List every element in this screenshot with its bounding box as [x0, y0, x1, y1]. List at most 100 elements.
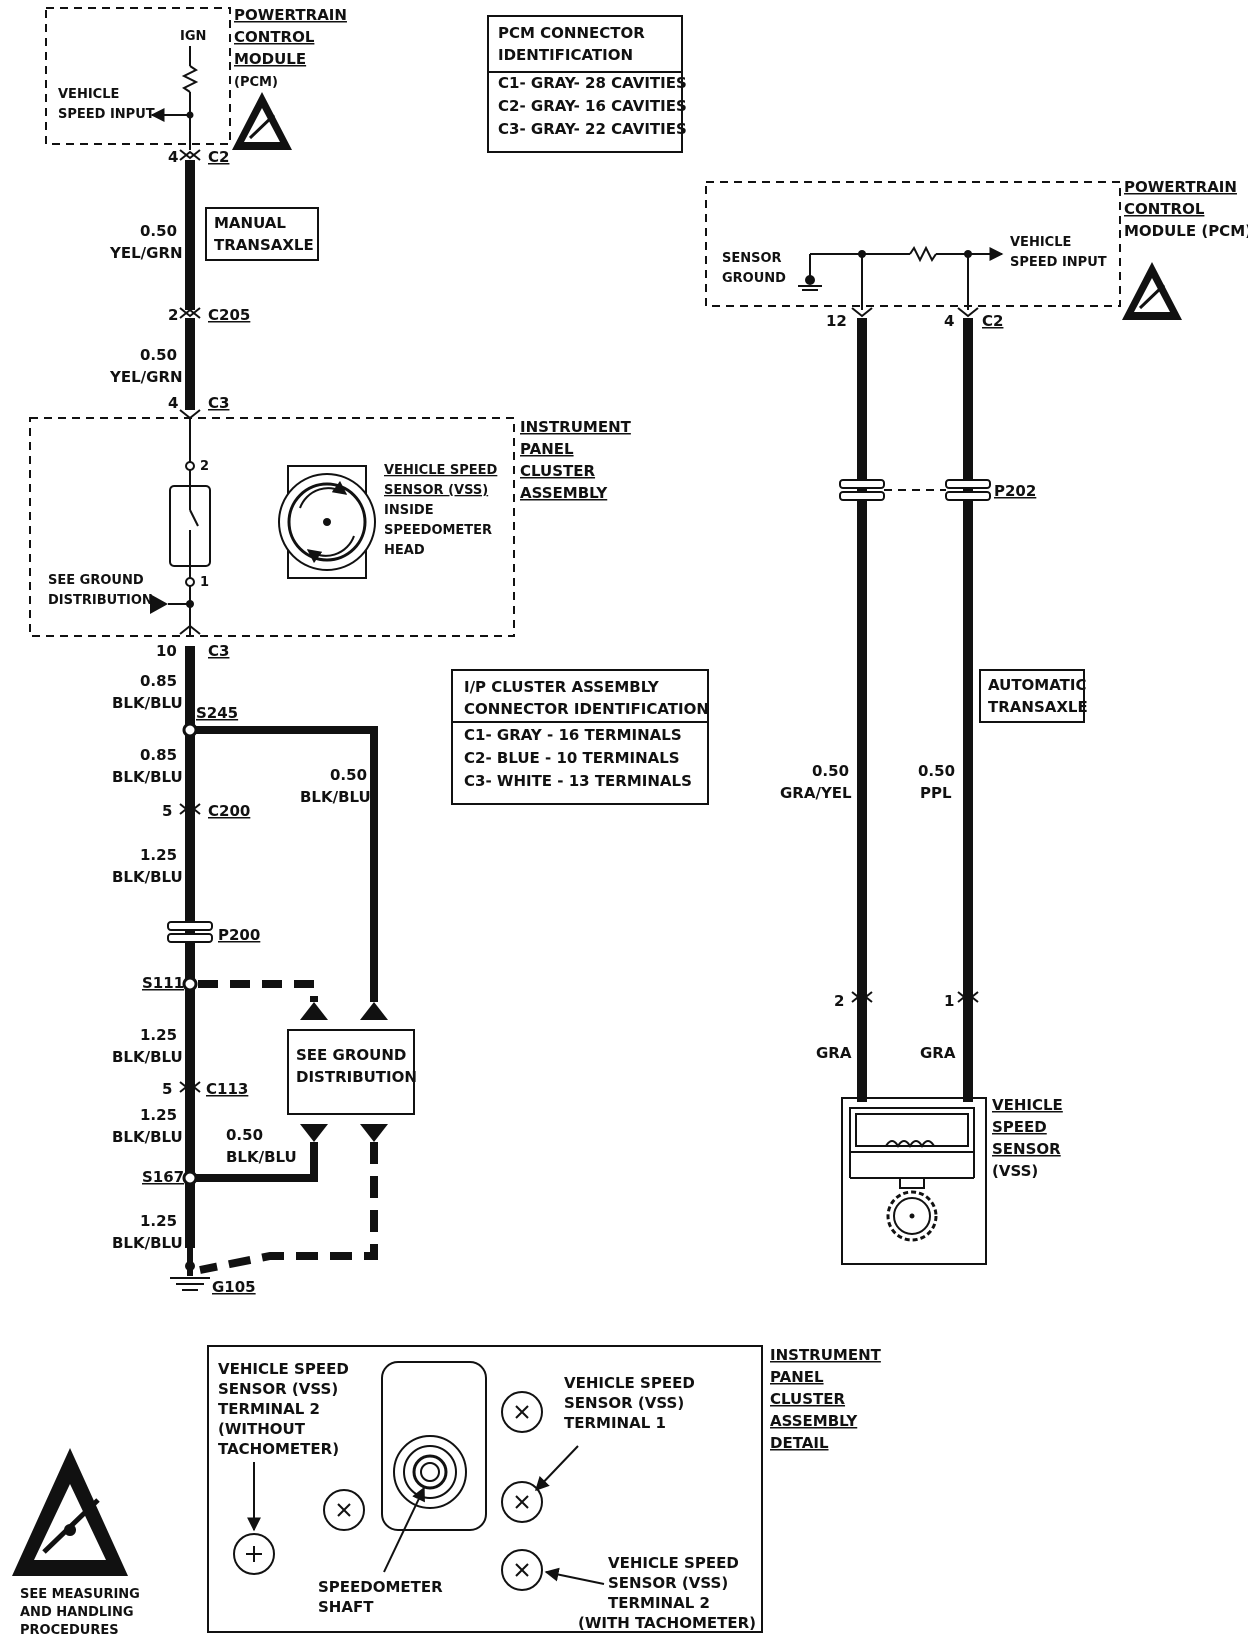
pcm-box-automatic — [705, 181, 1121, 307]
vss-label-2: SENSOR (VSS) — [384, 483, 488, 498]
detail-x-icon-left — [323, 1489, 365, 1531]
connector-c205: C205 — [208, 306, 250, 324]
speedometer-vss-symbol — [278, 465, 376, 579]
wire-color-1: YEL/GRN — [109, 244, 183, 262]
wire-size-ppl: 0.50 — [918, 762, 955, 780]
detail-t2-label-5: TACHOMETER) — [218, 1440, 339, 1458]
ipc-detail-title-3: CLUSTER — [770, 1390, 845, 1408]
manual-transaxle-box — [205, 207, 319, 261]
wire-size-4: 0.85 — [140, 746, 177, 764]
wire-size-2: 0.50 — [140, 346, 177, 364]
vehicle-speed-sensor-component — [841, 1097, 987, 1265]
wire-color-s167: BLK/BLU — [226, 1148, 297, 1166]
pcm-vehicle-speed-input-left-2: SPEED INPUT — [58, 107, 155, 122]
ip-table-title-1: I/P CLUSTER ASSEMBLY — [464, 678, 660, 696]
see-ground-distribution-2: DISTRIBUTION — [48, 593, 153, 608]
ipc-detail-title-2: PANEL — [770, 1368, 824, 1386]
wire-color-gra-1: GRA — [816, 1044, 852, 1062]
ip-table-row-3: C3- WHITE - 13 TERMINALS — [464, 772, 692, 790]
ip-table-title-2: CONNECTOR IDENTIFICATION — [464, 700, 709, 718]
ipc-detail-title-1: INSTRUMENT — [770, 1346, 882, 1364]
pcm-box-manual — [45, 7, 231, 145]
pin-4-c2-right: 4 — [944, 312, 954, 330]
see-ground-distribution-box — [287, 1029, 415, 1115]
pcm-table-title-1: PCM CONNECTOR — [498, 24, 645, 42]
wire-color-6: BLK/BLU — [112, 1048, 183, 1066]
pin-4-c3: 4 — [168, 394, 178, 412]
pin-10-c3: 10 — [156, 642, 177, 660]
wire-size-s167: 0.50 — [226, 1126, 263, 1144]
pcm-table-title-2: IDENTIFICATION — [498, 46, 633, 64]
ipc-title-1: INSTRUMENT — [520, 418, 632, 436]
detail-t1-label-1: VEHICLE SPEED — [564, 1374, 695, 1392]
sensor-ground-label-2: GROUND — [722, 271, 786, 286]
automatic-transaxle-box — [979, 669, 1085, 723]
connector-c3-bottom: C3 — [208, 642, 229, 660]
wire-size-branch: 0.50 — [330, 766, 367, 784]
wire-color-branch: BLK/BLU — [300, 788, 371, 806]
vss-title-1: VEHICLE — [992, 1096, 1063, 1114]
ipc-detail-box — [207, 1345, 763, 1633]
wire-color-gra-yel: GRA/YEL — [780, 784, 852, 802]
detail-t2-label-3: TERMINAL 2 — [218, 1400, 320, 1418]
wire-color-7: BLK/BLU — [112, 1128, 183, 1146]
speedometer-shaft-housing — [381, 1361, 487, 1531]
vss-title-3: SENSOR — [992, 1140, 1061, 1158]
vss-title-2: SPEED — [992, 1118, 1047, 1136]
wire-size-gra-yel: 0.50 — [812, 762, 849, 780]
wire-color-ppl: PPL — [920, 784, 952, 802]
connector-c2-right: C2 — [982, 312, 1003, 330]
vsi-right-label-1: VEHICLE — [1010, 235, 1071, 250]
ip-cluster-connector-id-table — [451, 669, 709, 805]
wire-color-5: BLK/BLU — [112, 868, 183, 886]
pin-4-c2-left: 4 — [168, 148, 178, 166]
pin-12-c2-right: 12 — [826, 312, 847, 330]
detail-t2-tach-label-2: SENSOR (VSS) — [608, 1574, 728, 1592]
grommet-p200 — [167, 921, 213, 943]
pin-2-c205: 2 — [168, 306, 178, 324]
splice-s245: S245 — [196, 704, 238, 722]
vss-label-4: SPEEDOMETER — [384, 523, 492, 538]
wire-color-gra-2: GRA — [920, 1044, 956, 1062]
wire-color-2: YEL/GRN — [109, 368, 183, 386]
terminal-1-label: 1 — [200, 575, 209, 590]
sensor-ground-label-1: SENSOR — [722, 251, 782, 266]
pin-1-vss: 1 — [944, 992, 954, 1010]
ipc-detail-title-5: DETAIL — [770, 1434, 829, 1452]
ground-dist-label-2: DISTRIBUTION — [296, 1068, 417, 1086]
speedometer-shaft-label-2: SHAFT — [318, 1598, 374, 1616]
detail-x-icon-top-right — [501, 1391, 543, 1433]
pcm-table-row-3: C3- GRAY- 22 CAVITIES — [498, 120, 687, 138]
connector-c3-top: C3 — [208, 394, 229, 412]
pin-2-vss: 2 — [834, 992, 844, 1010]
vss-label-1: VEHICLE SPEED — [384, 463, 498, 478]
pcm-connector-id-table — [487, 15, 683, 153]
ip-table-row-1: C1- GRAY - 16 TERMINALS — [464, 726, 682, 744]
terminal-2-tach-x-icon — [501, 1549, 543, 1591]
see-ground-distribution-1: SEE GROUND — [48, 573, 144, 588]
pcm-title-left-1: POWERTRAIN — [234, 6, 347, 24]
pin-5-c200: 5 — [162, 802, 172, 820]
wire-size-6: 1.25 — [140, 1026, 177, 1044]
pcm-vehicle-speed-input-left: VEHICLE — [58, 87, 119, 102]
manual-transaxle-label-2: TRANSAXLE — [214, 236, 314, 254]
wire-size-3: 0.85 — [140, 672, 177, 690]
automatic-transaxle-label-1: AUTOMATIC — [988, 676, 1087, 694]
ipc-title-4: ASSEMBLY — [520, 484, 608, 502]
wire-size-1: 0.50 — [140, 222, 177, 240]
wire-size-7: 1.25 — [140, 1106, 177, 1124]
detail-t2-tach-label-4: (WITH TACHOMETER) — [578, 1614, 756, 1632]
detail-t2-label-2: SENSOR (VSS) — [218, 1380, 338, 1398]
vss-label-3: INSIDE — [384, 503, 434, 518]
automatic-transaxle-label-2: TRANSAXLE — [988, 698, 1088, 716]
terminal-1-x-icon — [501, 1481, 543, 1523]
connector-c2-left: C2 — [208, 148, 229, 166]
terminal-2-label: 2 — [200, 459, 209, 474]
wire-color-3: BLK/BLU — [112, 694, 183, 712]
detail-t2-tach-label-3: TERMINAL 2 — [608, 1594, 710, 1612]
splice-s167: S167 — [142, 1168, 184, 1186]
esd-label-3: PROCEDURES — [20, 1623, 119, 1638]
pcm-title-left-4: (PCM) — [234, 75, 278, 90]
